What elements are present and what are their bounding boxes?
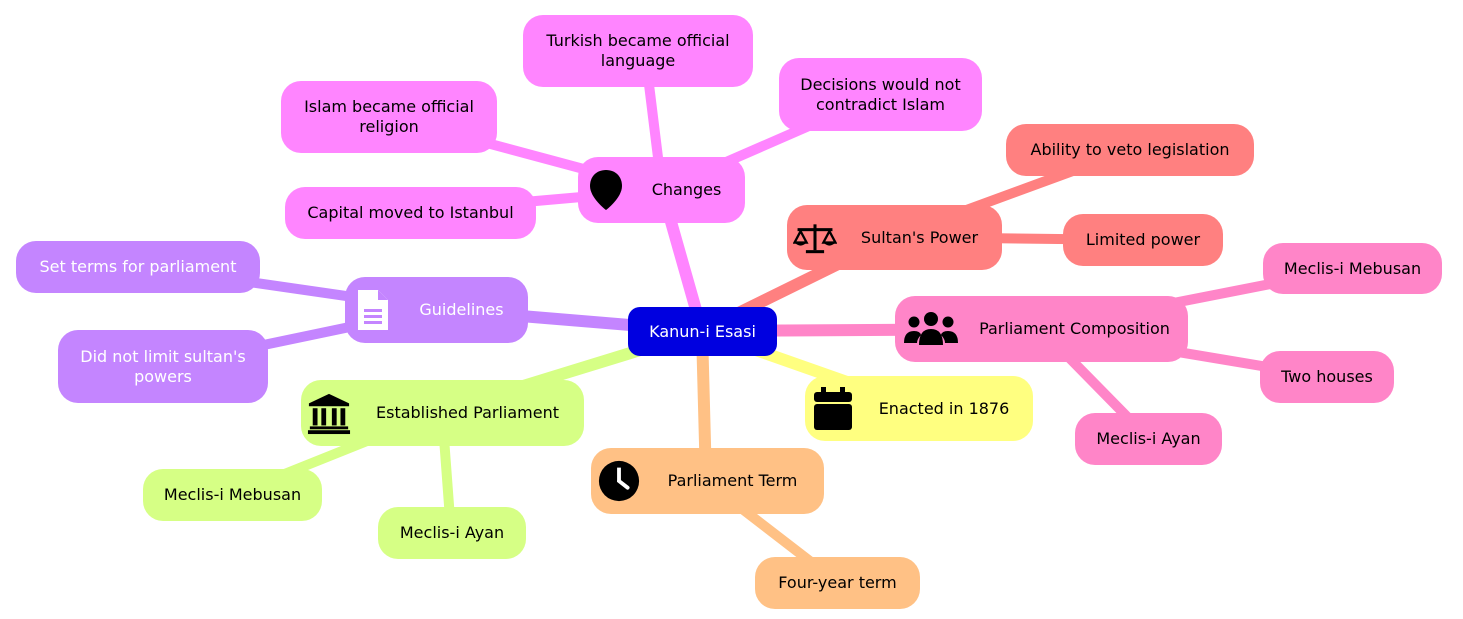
landmark-icon [307, 391, 351, 435]
calendar-icon [811, 386, 855, 431]
branch-parliament-composition[interactable]: Parliament Composition [895, 296, 1188, 362]
root-node[interactable]: Kanun-i Esasi [628, 307, 777, 356]
changes-item[interactable]: Islam became official religion [281, 81, 497, 153]
branch-parliament-composition-label: Parliament Composition [979, 319, 1170, 338]
branch-sultan[interactable]: Sultan's Power [787, 205, 1002, 270]
changes-item[interactable]: Turkish became official language [523, 15, 753, 87]
guidelines-item[interactable]: Set terms for parliament [16, 241, 260, 293]
document-icon [351, 288, 395, 332]
sultan-item[interactable]: Ability to veto legislation [1006, 124, 1254, 176]
branch-sultan-label: Sultan's Power [860, 227, 979, 247]
branch-guidelines[interactable]: Guidelines [345, 277, 528, 343]
branch-changes-label: Changes [651, 180, 722, 199]
root-label: Kanun-i Esasi [649, 321, 756, 341]
branch-term[interactable]: Parliament Term [591, 448, 824, 514]
branch-established-label: Established Parliament [376, 403, 559, 422]
clock-icon [597, 459, 641, 503]
map-pin-icon [584, 168, 628, 212]
changes-item[interactable]: Capital moved to Istanbul [285, 187, 536, 239]
branch-guidelines-label: Guidelines [419, 300, 504, 319]
parliament-item[interactable]: Two houses [1260, 351, 1394, 403]
term-item[interactable]: Four-year term [755, 557, 920, 609]
established-item[interactable]: Meclis-i Ayan [378, 507, 526, 559]
guidelines-item[interactable]: Did not limit sultan's powers [58, 330, 268, 403]
users-icon [901, 307, 961, 351]
sultan-item[interactable]: Limited power [1063, 214, 1223, 266]
branch-changes[interactable]: Changes [578, 157, 745, 223]
branch-established[interactable]: Established Parliament [301, 380, 584, 446]
parliament-item[interactable]: Meclis-i Mebusan [1263, 243, 1442, 294]
established-item[interactable]: Meclis-i Mebusan [143, 469, 322, 521]
branch-enacted-label: Enacted in 1876 [878, 398, 1010, 418]
branch-enacted[interactable]: Enacted in 1876 [805, 376, 1033, 441]
parliament-item[interactable]: Meclis-i Ayan [1075, 413, 1222, 465]
changes-item[interactable]: Decisions would not contradict Islam [779, 58, 982, 131]
branch-term-label: Parliament Term [667, 471, 798, 490]
scale-icon [793, 216, 837, 260]
